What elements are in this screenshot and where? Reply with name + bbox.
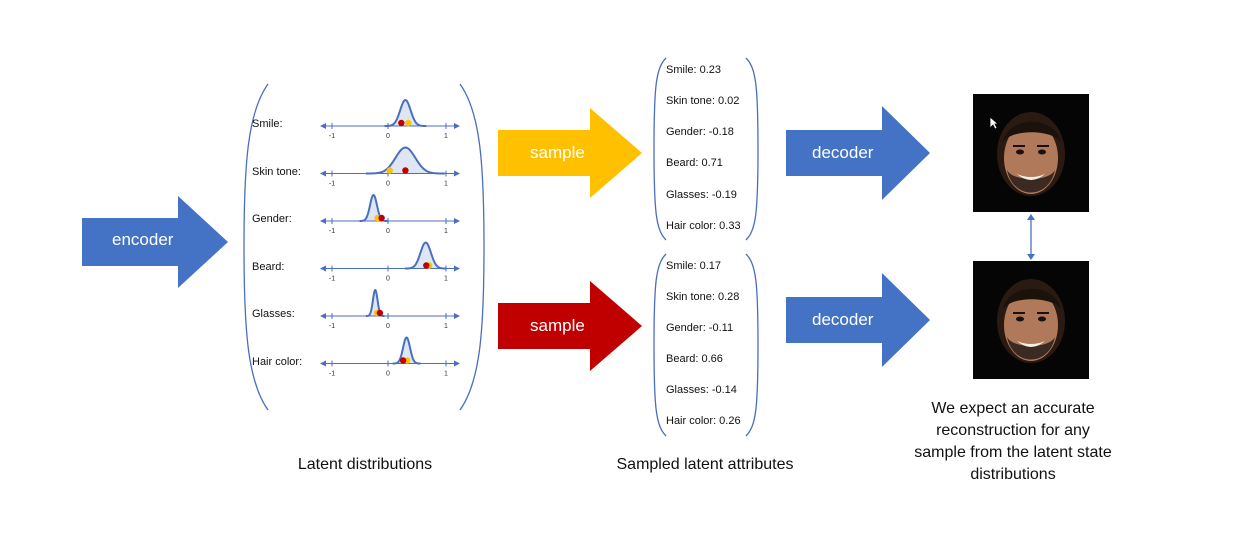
- latent-density-fill-5: [392, 337, 421, 364]
- reconstructed-face-bottom: [973, 261, 1089, 379]
- latent-axis-left-arrow-3: [320, 265, 326, 272]
- latent-tick-label-4-0: -1: [329, 323, 335, 330]
- sample-bottom-beard: Beard: 0.66: [666, 353, 723, 365]
- sample-label-top: sample: [530, 143, 585, 162]
- latent-density-curve-5: [392, 336, 421, 365]
- latent-sample-dot-red-2: [378, 214, 385, 222]
- latent-sample-dot-red-5: [399, 357, 407, 364]
- latent-tick-label-0-1: 0: [386, 133, 390, 140]
- latent-axis-right-arrow-1: [454, 170, 460, 177]
- latent-axis-left-arrow-1: [320, 170, 326, 177]
- sample-arrow-bottom: [498, 281, 642, 371]
- sample-label-bottom: sample: [530, 316, 585, 335]
- latent-label-4: Glasses:: [252, 308, 295, 320]
- latent-tick-label-1-2: 1: [444, 181, 448, 188]
- latent-tick-label-5-1: 0: [386, 371, 390, 378]
- latent-tick-label-2-0: -1: [329, 228, 335, 235]
- latent-density-fill-0: [384, 100, 427, 126]
- latent-row-4: -1 0 1: [320, 288, 460, 330]
- sample-top-gender: Gender: -0.18: [666, 126, 734, 138]
- latent-axis-left-arrow-2: [320, 218, 326, 224]
- latent-sample-dot-yellow-1: [386, 167, 393, 174]
- latent-label-3: Beard:: [252, 260, 285, 273]
- reconstruction-note: We expect an accurate reconstruction for…: [914, 400, 1112, 483]
- latent-tick-label-4-1: 0: [386, 323, 390, 330]
- latent-sample-dot-red-3: [423, 262, 430, 269]
- face-illustration-top: [997, 112, 1065, 196]
- latent-axis-left-arrow-0: [320, 123, 326, 129]
- latent-axis-left-arrow-4: [320, 313, 326, 319]
- latent-tick-label-1-0: -1: [329, 181, 335, 188]
- latent-tick-label-1-1: 0: [386, 181, 390, 188]
- latent-tick-label-5-2: 1: [444, 371, 448, 378]
- samples-caption: Sampled latent attributes: [616, 456, 794, 473]
- sample-bottom-gender: Gender: -0.11: [666, 322, 734, 334]
- encoder-label: encoder: [112, 230, 174, 249]
- latent-label-5: Hair color:: [252, 355, 303, 368]
- decoder-arrow-bottom: [786, 273, 930, 367]
- latent-sample-dot-red-0: [398, 119, 405, 127]
- latent-density-curve-0: [384, 98, 427, 127]
- cursor-icon: [989, 116, 999, 130]
- latent-tick-label-2-2: 1: [444, 228, 448, 235]
- latent-density-fill-1: [365, 147, 445, 174]
- latent-density-fill-3: [404, 242, 447, 269]
- decoder-label-top: decoder: [812, 143, 874, 162]
- decoder-label-bottom: decoder: [812, 310, 874, 329]
- sample-box-top-brackets: [653, 57, 759, 241]
- latent-sample-dot-yellow-0: [405, 119, 412, 127]
- latent-caption: Latent distributions: [297, 456, 433, 473]
- sample-box-bottom-brackets: [653, 253, 759, 437]
- sample-arrow-top: [498, 108, 642, 198]
- latent-tick-label-3-0: -1: [329, 276, 335, 283]
- sample-top-glasses: Glasses: -0.19: [666, 189, 737, 201]
- latent-tick-label-2-1: 0: [386, 228, 390, 235]
- sample-top-beard: Beard: 0.71: [666, 157, 723, 169]
- latent-sample-dot-red-1: [402, 167, 409, 174]
- latent-tick-label-3-1: 0: [386, 276, 390, 283]
- latent-density-fill-2: [359, 195, 388, 221]
- latent-tick-label-3-2: 1: [444, 276, 448, 283]
- latent-row-2: -1 0 1: [320, 193, 460, 235]
- sample-bottom-glasses: Glasses: -0.14: [666, 384, 737, 396]
- latent-density-curve-3: [404, 241, 447, 270]
- sample-top-skin-tone: Skin tone: 0.02: [666, 95, 740, 107]
- latent-label-2: Gender:: [252, 213, 292, 225]
- latent-panel-brackets: [243, 83, 485, 411]
- latent-tick-label-5-0: -1: [329, 371, 335, 378]
- latent-axis-right-arrow-0: [454, 123, 460, 129]
- latent-axis-right-arrow-4: [454, 313, 460, 319]
- latent-row-1: -1 0 1: [320, 146, 460, 188]
- sample-bottom-smile: Smile: 0.17: [666, 260, 722, 272]
- sample-top-hair-color: Hair color: 0.33: [666, 220, 741, 232]
- sample-top-smile: Smile: 0.23: [666, 64, 722, 76]
- latent-distribution-plots: -1 0 1 -1 0 1 -1 0 1 -1 0 1 -1 0 1 -1 0 1: [320, 98, 460, 378]
- latent-row-0: -1 0 1: [320, 98, 460, 140]
- sample-bottom-skin-tone: Skin tone: 0.28: [666, 291, 740, 303]
- latent-axis-right-arrow-5: [454, 360, 460, 367]
- latent-axis-left-arrow-5: [320, 360, 326, 367]
- latent-axis-right-arrow-3: [454, 265, 460, 272]
- comparison-double-arrow: [1027, 214, 1035, 260]
- latent-density-curve-1: [365, 146, 445, 175]
- latent-label-0: Smile:: [252, 118, 283, 130]
- sample-bottom-hair-color: Hair color: 0.26: [666, 415, 741, 427]
- latent-tick-label-4-2: 1: [444, 323, 448, 330]
- face-illustration-bottom: [997, 279, 1065, 363]
- latent-density-fill-4: [365, 290, 385, 316]
- latent-tick-label-0-0: -1: [329, 133, 335, 140]
- reconstructed-face-top: [973, 94, 1089, 212]
- latent-axis-right-arrow-2: [454, 218, 460, 224]
- decoder-arrow-top: [786, 106, 930, 200]
- latent-sample-dot-red-4: [376, 309, 384, 317]
- latent-row-3: -1 0 1: [320, 241, 460, 283]
- latent-label-1: Skin tone:: [252, 165, 301, 178]
- encoder-arrow: [82, 196, 228, 288]
- latent-row-5: -1 0 1: [320, 336, 460, 378]
- latent-tick-label-0-2: 1: [444, 133, 448, 140]
